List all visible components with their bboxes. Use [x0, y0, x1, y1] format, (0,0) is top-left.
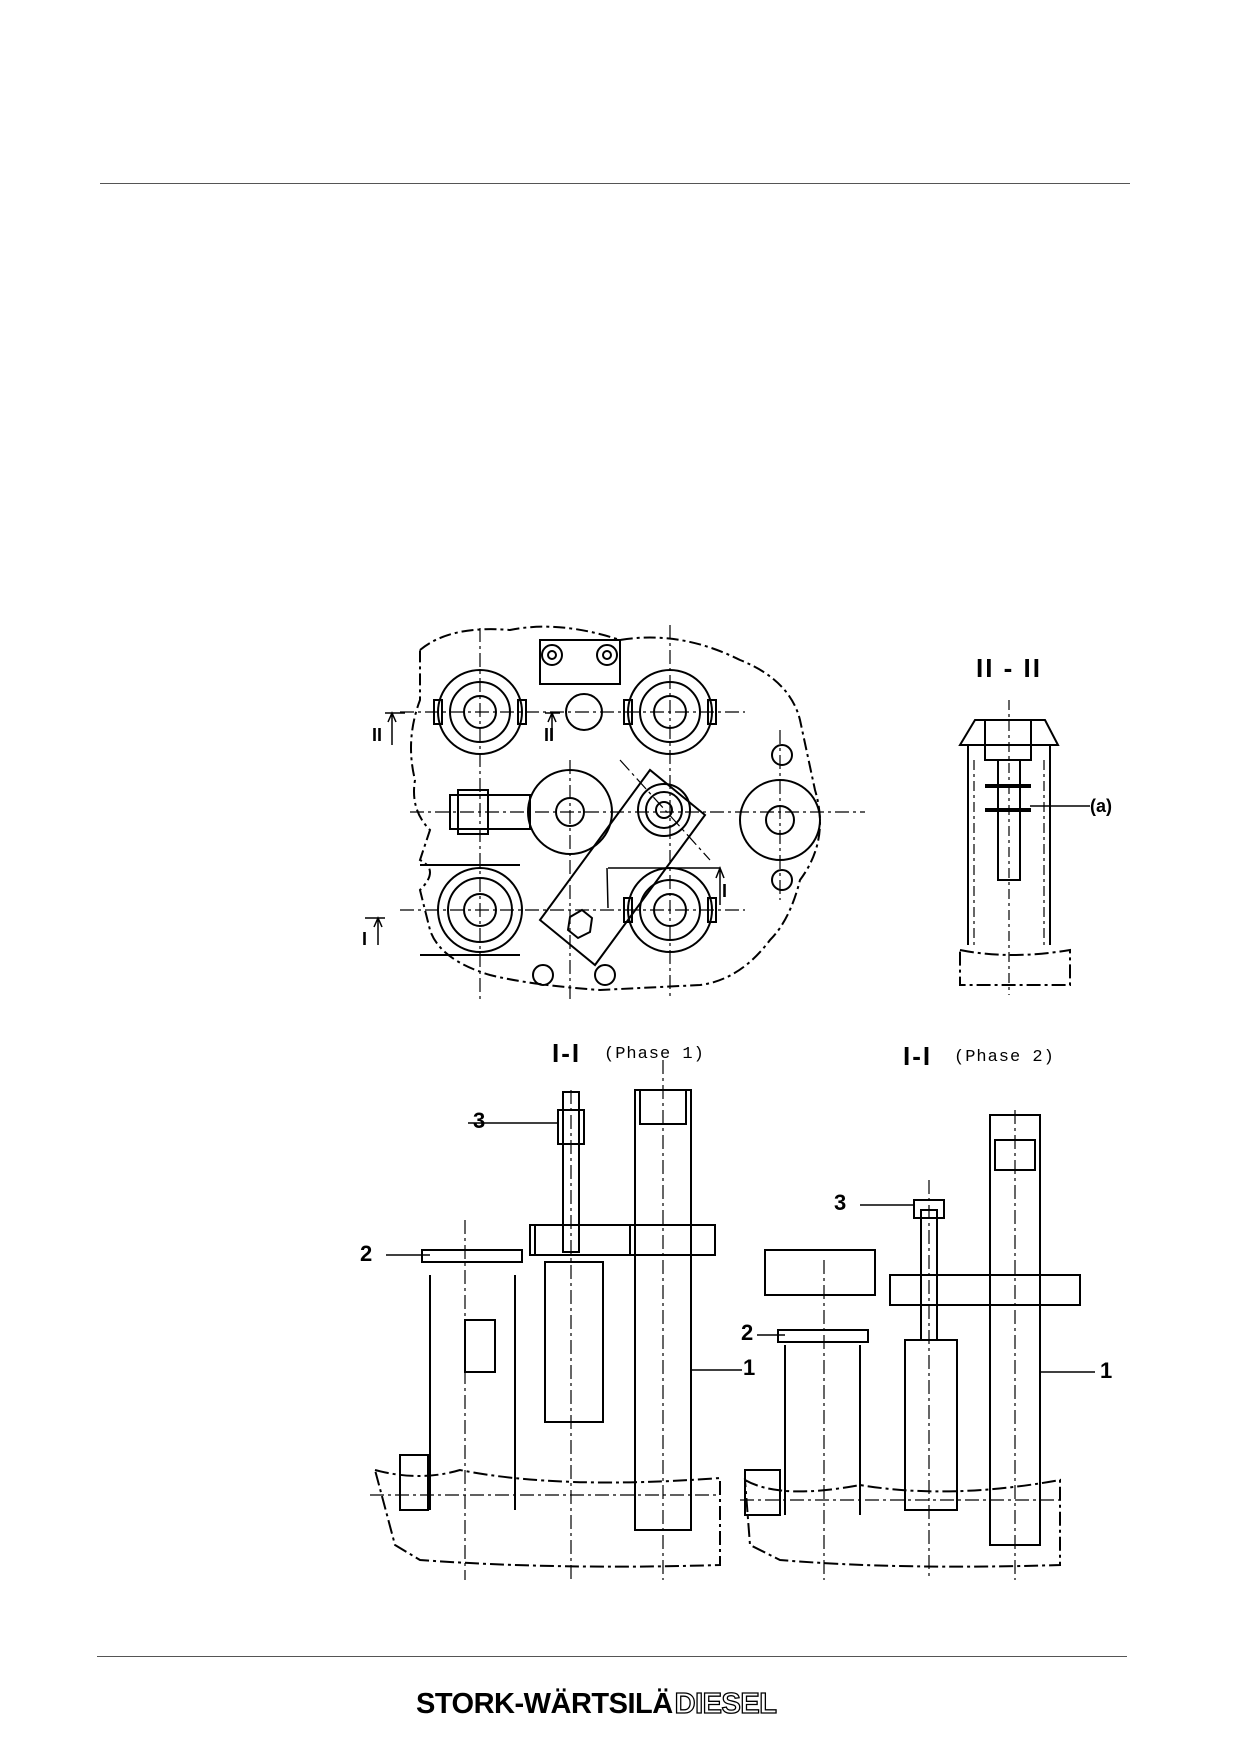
header-rule — [100, 183, 1130, 184]
callout-2-phase2: 2 — [741, 1320, 754, 1345]
phase1-caption: (Phase 1) — [604, 1045, 705, 1064]
marker-i-left: I — [362, 929, 368, 949]
callout-2-phase1: 2 — [360, 1241, 373, 1266]
callout-3-phase2: 3 — [834, 1190, 847, 1215]
marker-ii-mid: II — [544, 725, 555, 745]
callout-1-phase1: 1 — [743, 1355, 756, 1380]
section-ii-view — [958, 700, 1090, 995]
section-ii-title: II - II — [976, 653, 1042, 683]
section-i-phase1-view — [370, 1060, 742, 1580]
plan-view — [365, 625, 865, 1000]
marker-i-right: I — [722, 881, 728, 901]
phase2-caption: (Phase 2) — [954, 1048, 1055, 1067]
marker-a-label: (a) — [1090, 796, 1112, 816]
section-i-phase1-title: I-I — [552, 1038, 582, 1068]
brand-outline: DIESEL — [674, 1687, 778, 1720]
brand-main: STORK-WÄRTSILÄ — [416, 1688, 673, 1720]
marker-ii-left: II — [372, 725, 383, 745]
section-i-phase2-view — [740, 1110, 1095, 1580]
footer-rule — [97, 1656, 1127, 1657]
brand-logo: STORK-WÄRTSILÄDIESEL — [416, 1687, 778, 1721]
callout-3-phase1: 3 — [473, 1108, 486, 1133]
callout-1-phase2: 1 — [1100, 1358, 1113, 1383]
section-i-phase2-title: I-I — [903, 1041, 933, 1071]
